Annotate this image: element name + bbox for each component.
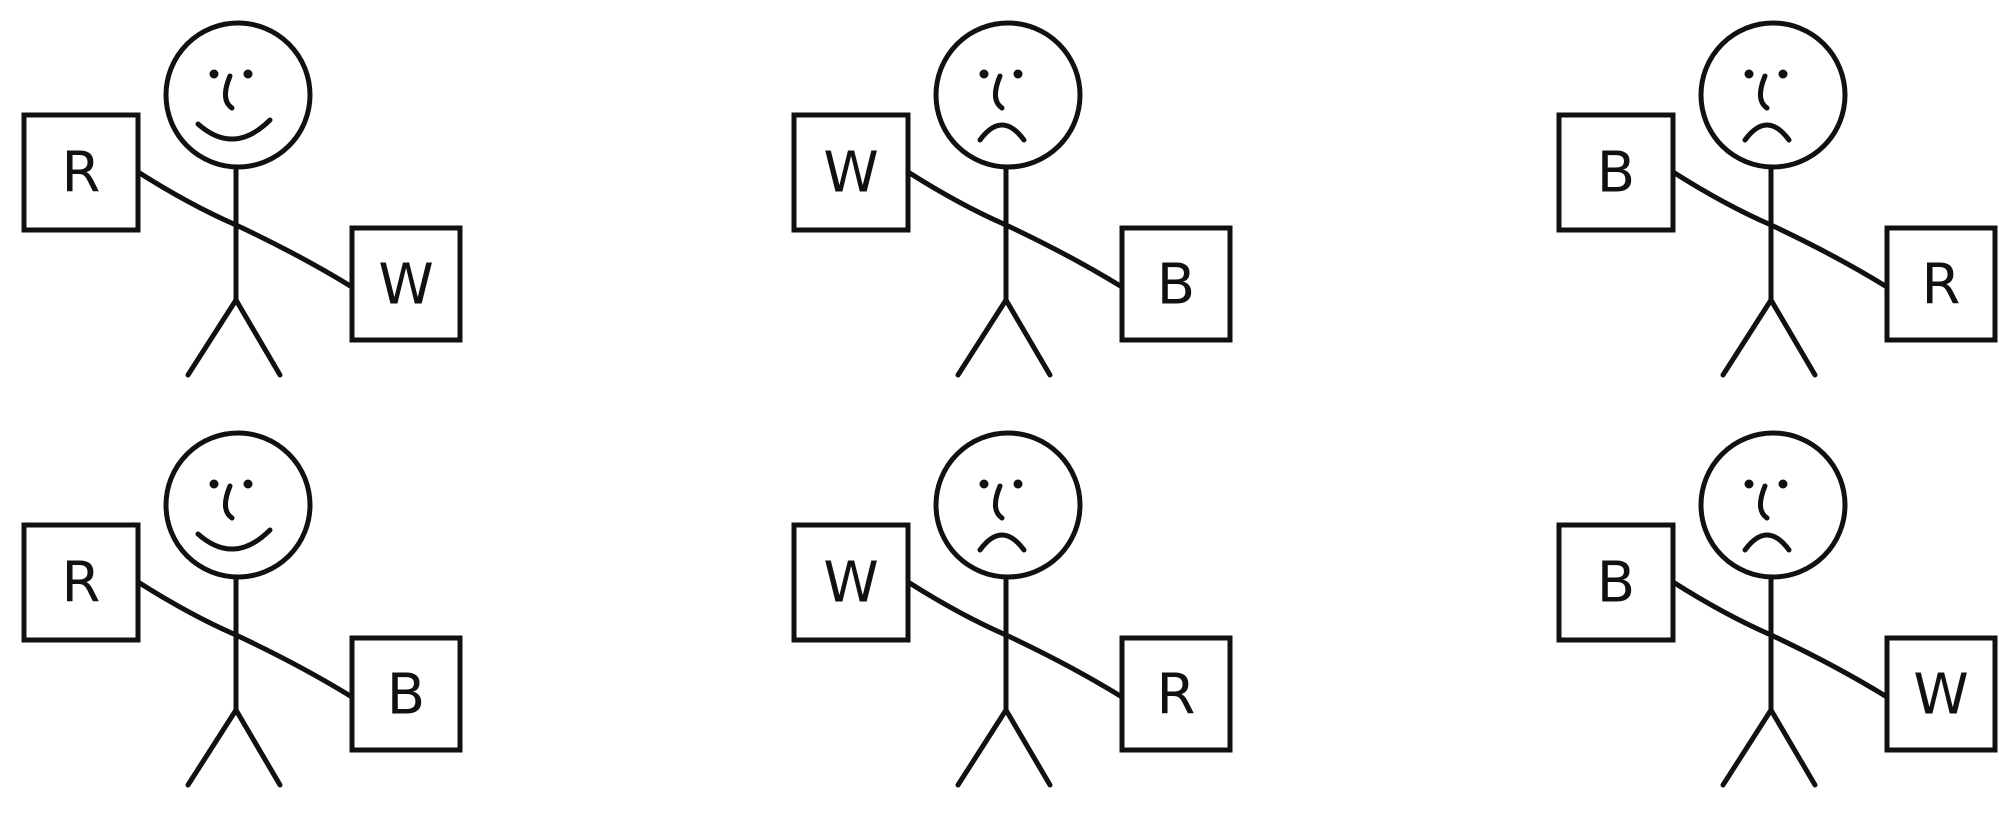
frown-mouth <box>977 122 1027 143</box>
stick-figure: RW <box>21 20 463 378</box>
right-eye <box>1778 69 1788 79</box>
nose <box>1758 483 1770 521</box>
right-leg <box>1768 707 1818 788</box>
nose <box>223 483 235 521</box>
head <box>1698 430 1848 580</box>
nose <box>993 483 1005 521</box>
left-card: W <box>791 522 911 643</box>
right-card-letter: R <box>1157 663 1196 728</box>
left-eye <box>1744 479 1754 489</box>
left-card-box <box>21 112 141 233</box>
left-card-letter: B <box>1597 141 1635 206</box>
right-card: R <box>1884 225 1998 343</box>
head <box>933 430 1083 580</box>
arms <box>135 169 355 290</box>
left-card-letter: R <box>62 551 101 616</box>
left-card: B <box>1556 522 1676 643</box>
right-card-box <box>1119 225 1233 343</box>
head <box>1698 20 1848 170</box>
right-card-box <box>1119 635 1233 753</box>
right-eye <box>1778 479 1788 489</box>
right-leg <box>233 297 283 378</box>
left-eye <box>209 69 219 79</box>
left-eye <box>209 479 219 489</box>
right-eye <box>243 69 253 79</box>
stick-figure: WR <box>791 430 1233 788</box>
nose <box>993 73 1005 111</box>
stick-figure: RB <box>21 430 463 788</box>
left-card: R <box>21 522 141 643</box>
right-card-letter: R <box>1922 253 1961 318</box>
right-card-box <box>1884 635 1998 753</box>
right-card: B <box>1119 225 1233 343</box>
head <box>163 20 313 170</box>
left-leg <box>185 707 239 788</box>
frown-mouth <box>1742 122 1792 143</box>
smile-mouth <box>195 117 273 142</box>
frown-mouth <box>1742 532 1792 553</box>
left-card-box <box>1556 112 1676 233</box>
right-card: W <box>349 225 463 343</box>
left-card-box <box>21 522 141 643</box>
nose <box>1758 73 1770 111</box>
left-card-letter: W <box>823 551 878 616</box>
right-card: W <box>1884 635 1998 753</box>
left-card: W <box>791 112 911 233</box>
head <box>933 20 1083 170</box>
frown-mouth <box>977 532 1027 553</box>
right-eye <box>1013 69 1023 79</box>
arms <box>1670 579 1890 700</box>
right-card-letter: B <box>1157 253 1195 318</box>
right-card-box <box>349 225 463 343</box>
head <box>163 430 313 580</box>
right-card: R <box>1119 635 1233 753</box>
right-card-letter: B <box>387 663 425 728</box>
right-leg <box>1003 297 1053 378</box>
right-card: B <box>349 635 463 753</box>
arms <box>905 169 1125 290</box>
right-leg <box>1003 707 1053 788</box>
left-card-letter: B <box>1597 551 1635 616</box>
left-eye <box>979 479 989 489</box>
left-leg <box>1720 707 1774 788</box>
right-card-letter: W <box>378 253 433 318</box>
left-card: R <box>21 112 141 233</box>
right-card-letter: W <box>1913 663 1968 728</box>
stick-figure: BR <box>1556 20 1998 378</box>
right-leg <box>1768 297 1818 378</box>
left-eye <box>979 69 989 79</box>
stick-figure: BW <box>1556 430 1998 788</box>
right-card-box <box>1884 225 1998 343</box>
left-card-letter: R <box>62 141 101 206</box>
left-card-box <box>1556 522 1676 643</box>
right-eye <box>1013 479 1023 489</box>
right-leg <box>233 707 283 788</box>
left-leg <box>1720 297 1774 378</box>
stick-figure: WB <box>791 20 1233 378</box>
smile-mouth <box>195 527 273 552</box>
left-leg <box>955 297 1009 378</box>
left-leg <box>185 297 239 378</box>
arms <box>135 579 355 700</box>
left-card-letter: W <box>823 141 878 206</box>
left-card-box <box>791 112 911 233</box>
right-card-box <box>349 635 463 753</box>
left-eye <box>1744 69 1754 79</box>
left-card-box <box>791 522 911 643</box>
left-card: B <box>1556 112 1676 233</box>
nose <box>223 73 235 111</box>
arms <box>1670 169 1890 290</box>
left-leg <box>955 707 1009 788</box>
arms <box>905 579 1125 700</box>
right-eye <box>243 479 253 489</box>
